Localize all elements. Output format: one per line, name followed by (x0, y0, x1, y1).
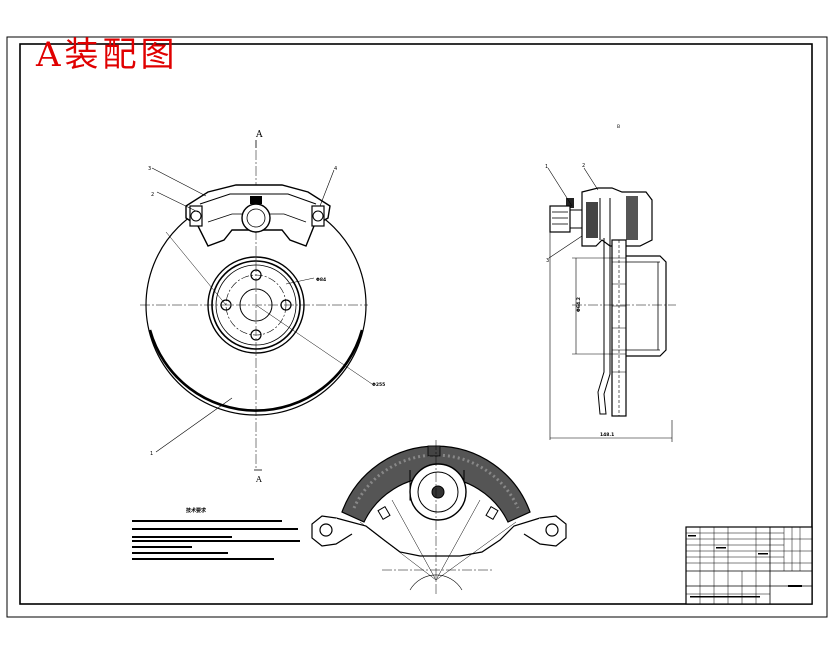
technical-notes: 技术要求 (132, 507, 300, 560)
part-number-side-3: 3 (546, 258, 549, 264)
part-number-front-2: 2 (151, 192, 154, 198)
view-label-b: B (617, 124, 620, 130)
part-number-front-4: 4 (334, 166, 337, 172)
brake-disc-rim (148, 329, 364, 412)
inner-frame (19, 43, 813, 605)
outer-frame (6, 36, 828, 618)
caliper-pin-right (312, 210, 324, 222)
part-number-front-3: 3 (148, 166, 151, 172)
wheel-bolt-right (280, 299, 292, 311)
wheel-bolt-bottom (250, 329, 262, 341)
dimension-hub-bore: Φ64.2 (576, 297, 582, 312)
bottom-section-view (311, 440, 567, 596)
wheel-bolt-left (220, 299, 232, 311)
drawing-title: A装配图 (36, 35, 179, 75)
dimension-bolt-circle: Φ84 (316, 277, 326, 283)
side-hub (626, 255, 667, 357)
front-view: A 1 2 (140, 130, 385, 484)
hub-bore (239, 288, 273, 322)
caliper-piston (241, 203, 271, 233)
title-block (685, 526, 813, 605)
view-label-a-bottom: A (255, 475, 262, 484)
view-label-a-top: A (255, 130, 263, 140)
bleed-valve (427, 445, 441, 457)
mount-ear-right (523, 515, 567, 547)
side-dust-shield (597, 238, 611, 415)
wheel-bolt-top (250, 269, 262, 281)
side-section-view: B (545, 124, 676, 442)
bottom-caliper-body (335, 517, 541, 557)
part-number-front-1: 1 (150, 451, 153, 457)
brake-pad-section (341, 445, 531, 523)
part-number-side-2: 2 (582, 163, 585, 169)
hub-outer (207, 256, 305, 354)
dimension-disc-diameter: Φ255 (372, 382, 385, 388)
dimension-side-overall: 148.1 (600, 432, 614, 438)
part-number-side-1: 1 (545, 164, 548, 170)
notes-heading: 技术要求 (186, 507, 207, 514)
